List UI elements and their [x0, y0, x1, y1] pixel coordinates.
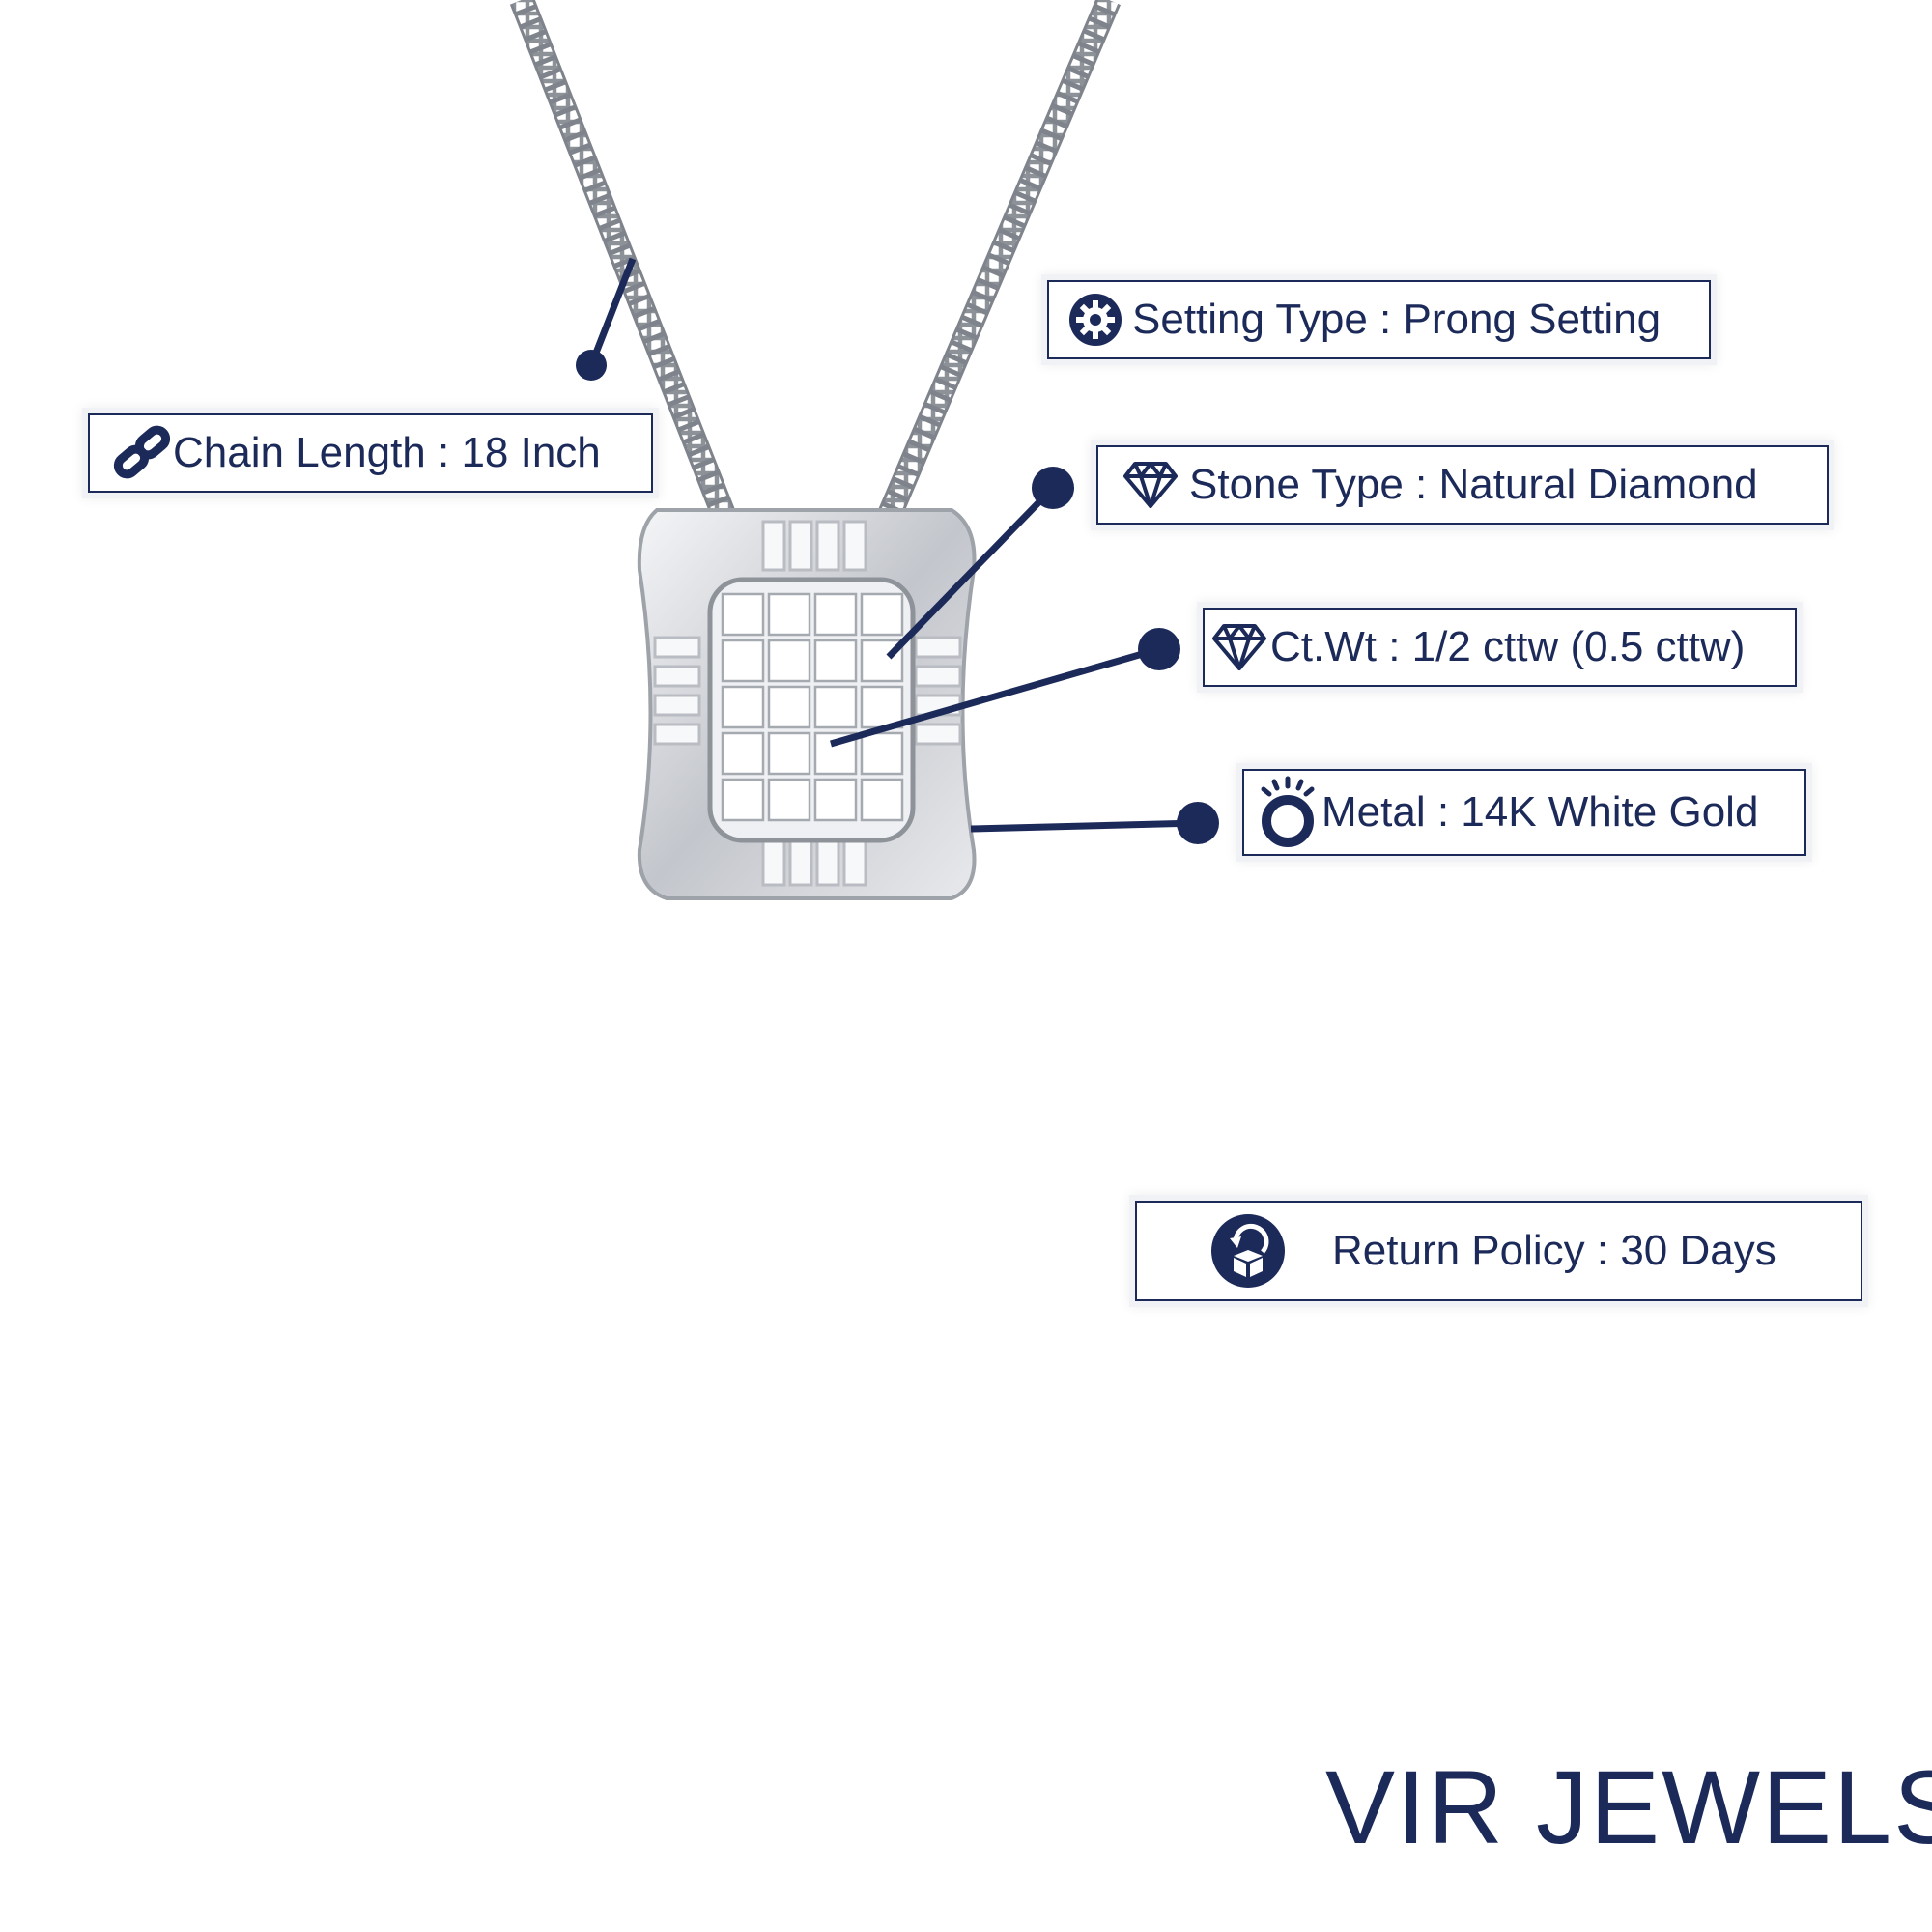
diamond-icon: [1123, 461, 1178, 509]
return-policy-tag: Return Policy : 30 Days: [1129, 1195, 1868, 1307]
setting-type-tag: Setting Type : Prong Setting: [1041, 274, 1717, 365]
pendant: [637, 508, 977, 900]
ct-wt-tag: Ct.Wt : 1/2 cttw (0.5 cttw): [1197, 602, 1803, 693]
chain-length-tag: Chain Length : 18 Inch: [82, 408, 659, 498]
metal-label: Metal : 14K White Gold: [1321, 788, 1759, 836]
chain-right: [877, 0, 1121, 523]
return-box-icon: [1210, 1213, 1286, 1289]
ct-wt-label: Ct.Wt : 1/2 cttw (0.5 cttw): [1270, 623, 1746, 670]
stone-type-tag: Stone Type : Natural Diamond: [1091, 440, 1834, 530]
diamond-icon: [1212, 623, 1266, 671]
return-policy-label: Return Policy : 30 Days: [1332, 1227, 1776, 1274]
stone-type-label: Stone Type : Natural Diamond: [1189, 461, 1758, 508]
setting-type-label: Setting Type : Prong Setting: [1132, 296, 1662, 343]
leader-lines: [576, 257, 1219, 844]
metal-tag: Metal : 14K White Gold: [1236, 763, 1812, 862]
chain-link-icon: [113, 424, 173, 482]
chain-left: [509, 0, 737, 522]
ring-icon: [1254, 776, 1321, 849]
gear-icon: [1068, 293, 1122, 347]
brand-logo: VIR JEWELS®: [1325, 1747, 1932, 1867]
brand-logo-text: VIR JEWELS: [1325, 1748, 1932, 1865]
chain-length-label: Chain Length : 18 Inch: [173, 429, 601, 476]
